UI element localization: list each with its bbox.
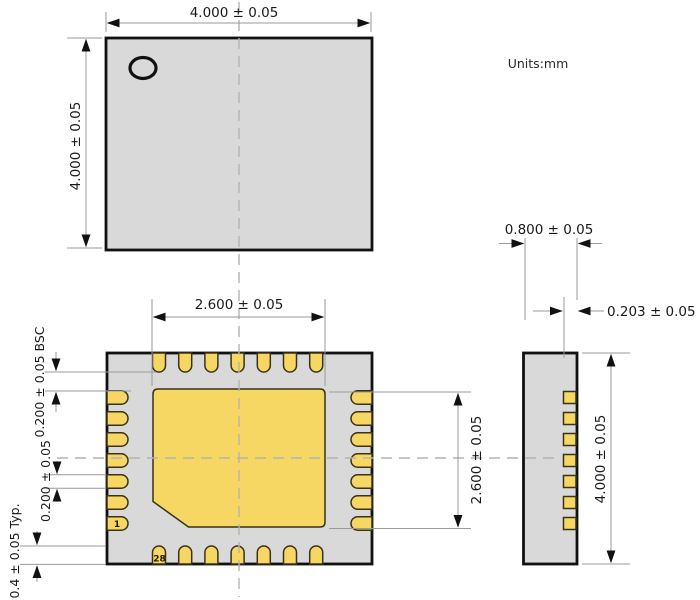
pitch-bsc-dim-label: 0.200 ± 0.05 BSC	[32, 326, 47, 437]
pad-top	[256, 352, 272, 373]
pad-bottom	[204, 545, 219, 565]
pad-bottom	[282, 545, 298, 565]
pad-top	[151, 352, 167, 373]
pad-right	[350, 390, 373, 405]
side-lead	[562, 495, 577, 510]
pad-right	[350, 516, 373, 531]
pad-bottom	[151, 545, 167, 565]
epad-height-dim-label: 2.600 ± 0.05	[469, 416, 485, 505]
pad-left	[106, 411, 129, 426]
pad-top	[282, 352, 298, 373]
side-lead	[562, 474, 577, 489]
side-view-leads	[562, 390, 577, 531]
pad-bottom	[177, 545, 193, 565]
pad-left	[106, 474, 129, 489]
bottom-view-dims: 2.600 ± 0.05 2.600 ± 0.05 0.200 ± 0.05 B…	[7, 297, 485, 599]
pad-right	[350, 411, 373, 426]
side-view	[522, 351, 579, 566]
pad-left	[106, 390, 129, 405]
pad-right	[350, 432, 373, 447]
center-lines	[57, 2, 558, 597]
pad-top	[204, 352, 219, 373]
side-lead	[562, 411, 577, 426]
pad-right	[350, 495, 373, 510]
top-view-dims: 4.000 ± 0.05 4.000 ± 0.05	[67, 5, 372, 249]
pin28-number-label: 28	[153, 555, 166, 565]
pad-left	[106, 453, 129, 468]
lead-width-dim-label: 0.200 ± 0.05	[38, 440, 53, 522]
pad-left	[106, 516, 129, 531]
side-view-dims: 0.800 ± 0.05 0.203 ± 0.05 4.000 ± 0.05	[499, 222, 696, 565]
side-view-height-dim-label: 4.000 ± 0.05	[593, 415, 609, 504]
pad-top	[230, 352, 245, 373]
pad-bottom	[256, 545, 272, 565]
top-view-body	[104, 36, 374, 252]
pin1-marker-circle	[128, 55, 158, 81]
pad-bottom	[230, 545, 245, 565]
units-label: Units:mm	[508, 56, 569, 71]
top-view	[104, 36, 374, 252]
side-lead	[562, 516, 577, 531]
pad-right	[350, 474, 373, 489]
pin1-number-label: 1	[114, 520, 120, 530]
pad-top	[177, 352, 193, 373]
pad-left	[106, 432, 129, 447]
pad-right	[350, 453, 373, 468]
side-lead	[562, 432, 577, 447]
side-lead	[562, 390, 577, 405]
lead-thickness-dim-label: 0.203 ± 0.05	[607, 304, 696, 320]
thickness-dim-label: 0.800 ± 0.05	[505, 222, 594, 238]
top-view-height-dim-label: 4.000 ± 0.05	[68, 102, 84, 191]
pad-left	[106, 495, 129, 510]
pad-bottom	[308, 545, 324, 565]
pad-top	[308, 352, 324, 373]
side-lead	[562, 453, 577, 468]
bottom-view-pads	[106, 352, 373, 565]
top-view-width-dim-label: 4.000 ± 0.05	[190, 5, 279, 21]
epad-width-dim-label: 2.600 ± 0.05	[195, 297, 284, 313]
lead-length-dim-label: 0.4 ± 0.05 Typ.	[7, 503, 22, 598]
